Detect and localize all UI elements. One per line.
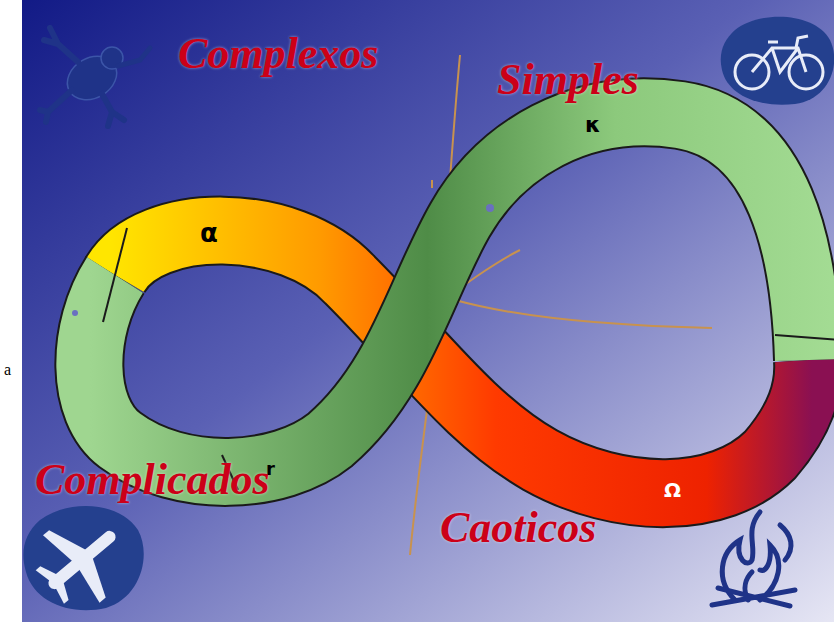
band-dividers xyxy=(103,228,834,490)
quadrant-title: Caoticos xyxy=(440,506,596,550)
bicycle-icon xyxy=(721,17,834,105)
quadrant-title: Simples xyxy=(497,58,639,102)
dot xyxy=(486,204,494,212)
quadrant-title: Complexos xyxy=(178,32,378,76)
frog-icon xyxy=(40,28,150,126)
edge-note: a xyxy=(4,362,11,378)
phase-symbol: κ xyxy=(585,114,601,136)
dot xyxy=(72,310,78,316)
background xyxy=(22,0,834,622)
phase-symbol: α xyxy=(200,220,218,246)
phase-symbol: Ω xyxy=(664,480,681,500)
green-band xyxy=(89,112,808,472)
phase-symbol: r xyxy=(266,460,275,478)
fire-icon xyxy=(712,512,795,606)
quadrant-title: Complicados xyxy=(35,458,270,502)
airplane-icon xyxy=(22,499,144,620)
